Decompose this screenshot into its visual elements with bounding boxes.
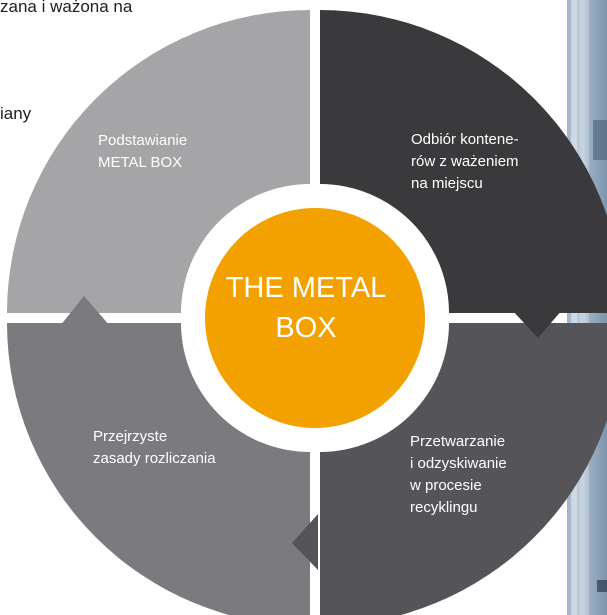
label-bottom-left: Przejrzyste zasady rozliczania bbox=[93, 426, 216, 470]
label-top-right-line2: rów z ważeniem bbox=[411, 153, 519, 170]
arrow-notch-bottom-left bbox=[60, 296, 110, 326]
label-top-left-line1: Podstawianie bbox=[98, 132, 188, 149]
label-bottom-right-line1: Przetwarzanie bbox=[410, 433, 506, 450]
center-title-line2: BOX bbox=[275, 312, 337, 344]
label-bottom-right-line2: i odzyskiwanie bbox=[410, 455, 507, 472]
center-circle bbox=[205, 208, 425, 428]
label-bottom-left-line1: Przejrzyste bbox=[93, 428, 168, 445]
label-bottom-left-line2: zasady rozliczania bbox=[93, 450, 216, 467]
quadrant-bottom-right bbox=[320, 323, 607, 615]
label-top-right: Odbiór kontene- rów z ważeniem na miejsc… bbox=[411, 129, 519, 195]
label-bottom-right: Przetwarzanie i odzyskiwanie w procesie … bbox=[410, 431, 507, 519]
arrow-notch-top-right bbox=[512, 310, 562, 338]
label-top-left-line2: METAL BOX bbox=[98, 154, 183, 171]
label-top-right-line3: na miejscu bbox=[411, 175, 483, 192]
label-top-right-line1: Odbiór kontene- bbox=[411, 131, 519, 148]
label-bottom-right-line3: w procesie bbox=[410, 477, 482, 494]
quadrant-top-left bbox=[7, 10, 310, 313]
background-text-top: zana i ważona na bbox=[0, 0, 133, 16]
arrow-notch-bottom-right bbox=[292, 514, 318, 570]
label-top-left: Podstawianie METAL BOX bbox=[98, 130, 187, 174]
quadrant-top-right bbox=[320, 10, 607, 313]
quadrant-bottom-left bbox=[7, 323, 310, 615]
label-bottom-right-line4: recyklingu bbox=[410, 499, 478, 516]
center-title-line1: THE METAL bbox=[225, 272, 387, 304]
background-text-middle: iany bbox=[0, 104, 32, 123]
center-title: THE METAL BOX bbox=[201, 268, 411, 348]
